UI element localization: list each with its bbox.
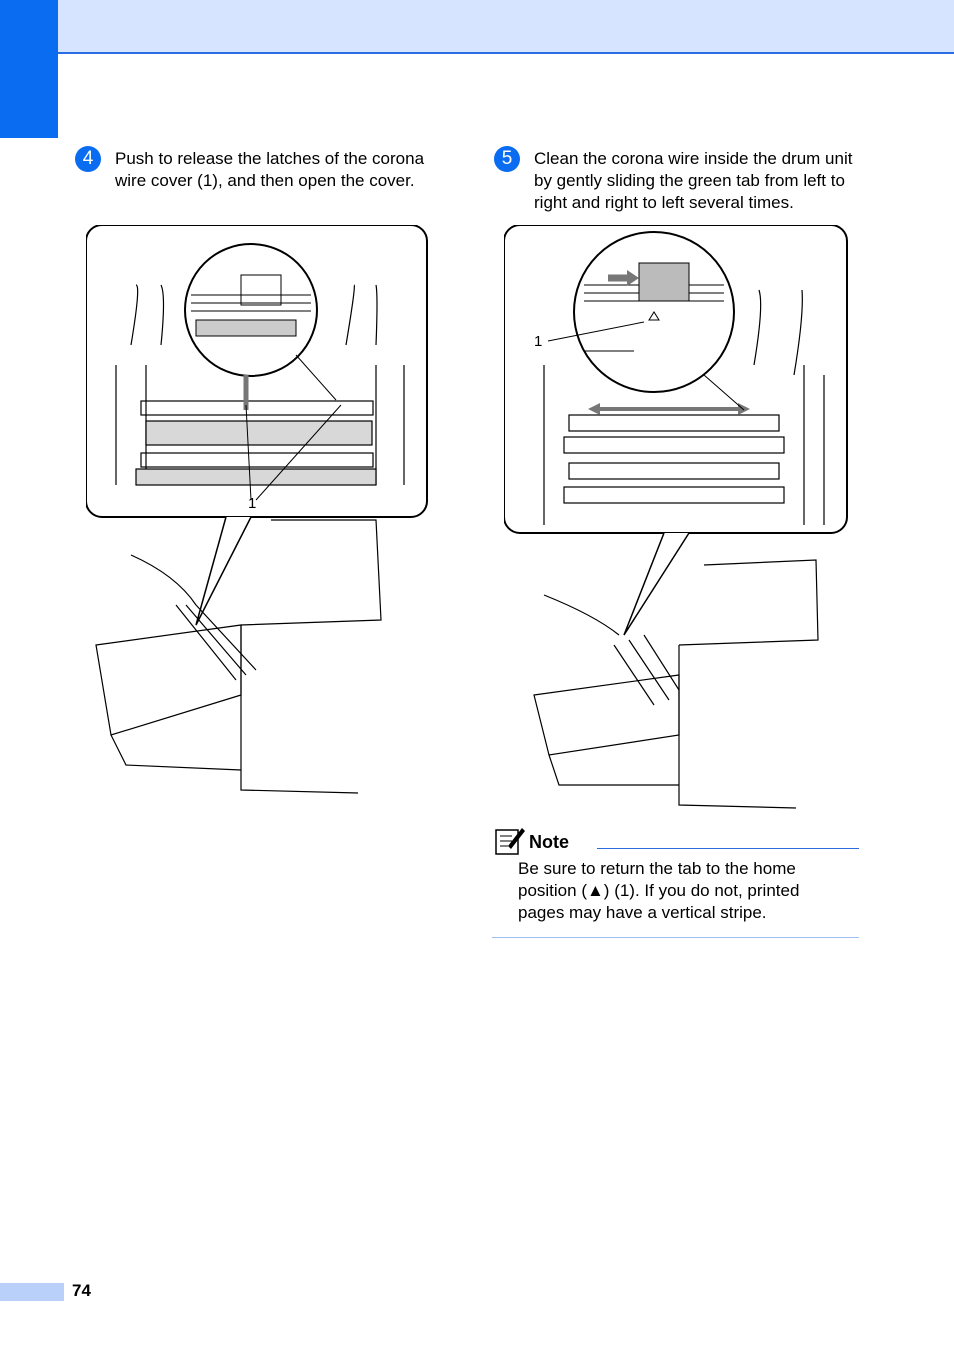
- note-title: Note: [529, 832, 569, 852]
- step-4-text: Push to release the latches of the coron…: [115, 149, 425, 190]
- header-band: [0, 0, 954, 54]
- step-4-number: 4: [75, 146, 101, 172]
- note-text: Be sure to return the tab to the home po…: [518, 859, 800, 922]
- step-4-callout-label: 1: [248, 495, 256, 512]
- note-bottom-rule: [492, 937, 859, 938]
- note-divider: [597, 848, 859, 849]
- step-5-text: Clean the corona wire inside the drum un…: [534, 149, 853, 212]
- page-number-tab: [0, 1283, 64, 1301]
- page-number: 74: [72, 1281, 91, 1300]
- step-4-illustration: 1: [86, 225, 428, 794]
- step-5-number: 5: [494, 146, 520, 172]
- chapter-side-tab: [0, 0, 58, 138]
- step-5-callout-label: 1: [534, 333, 542, 350]
- step-5-illustration: 1: [504, 225, 848, 809]
- note-pencil-icon: [495, 828, 525, 855]
